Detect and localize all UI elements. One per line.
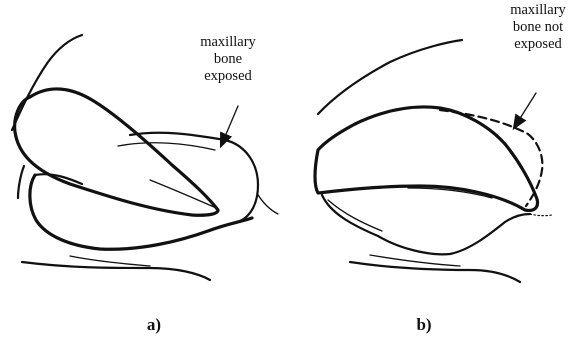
callout-a: maxillary bone exposed	[200, 34, 256, 84]
panel-b: maxillary bone not exposed b)	[315, 2, 567, 334]
callout-b-line-2: bone not	[513, 19, 563, 35]
callout-b-line-3: exposed	[514, 36, 562, 52]
callout-b: maxillary bone not exposed	[510, 2, 566, 52]
callout-a-line-2: bone	[214, 51, 242, 67]
callout-a-line-3: exposed	[204, 68, 252, 84]
panel-a: maxillary bone exposed a)	[12, 34, 278, 334]
panel-b-label: b)	[416, 315, 431, 334]
panel-b-drawing	[315, 40, 552, 282]
callout-b-line-1: maxillary	[510, 2, 566, 18]
panel-a-label: a)	[147, 315, 161, 334]
callout-a-line-1: maxillary	[200, 34, 256, 50]
